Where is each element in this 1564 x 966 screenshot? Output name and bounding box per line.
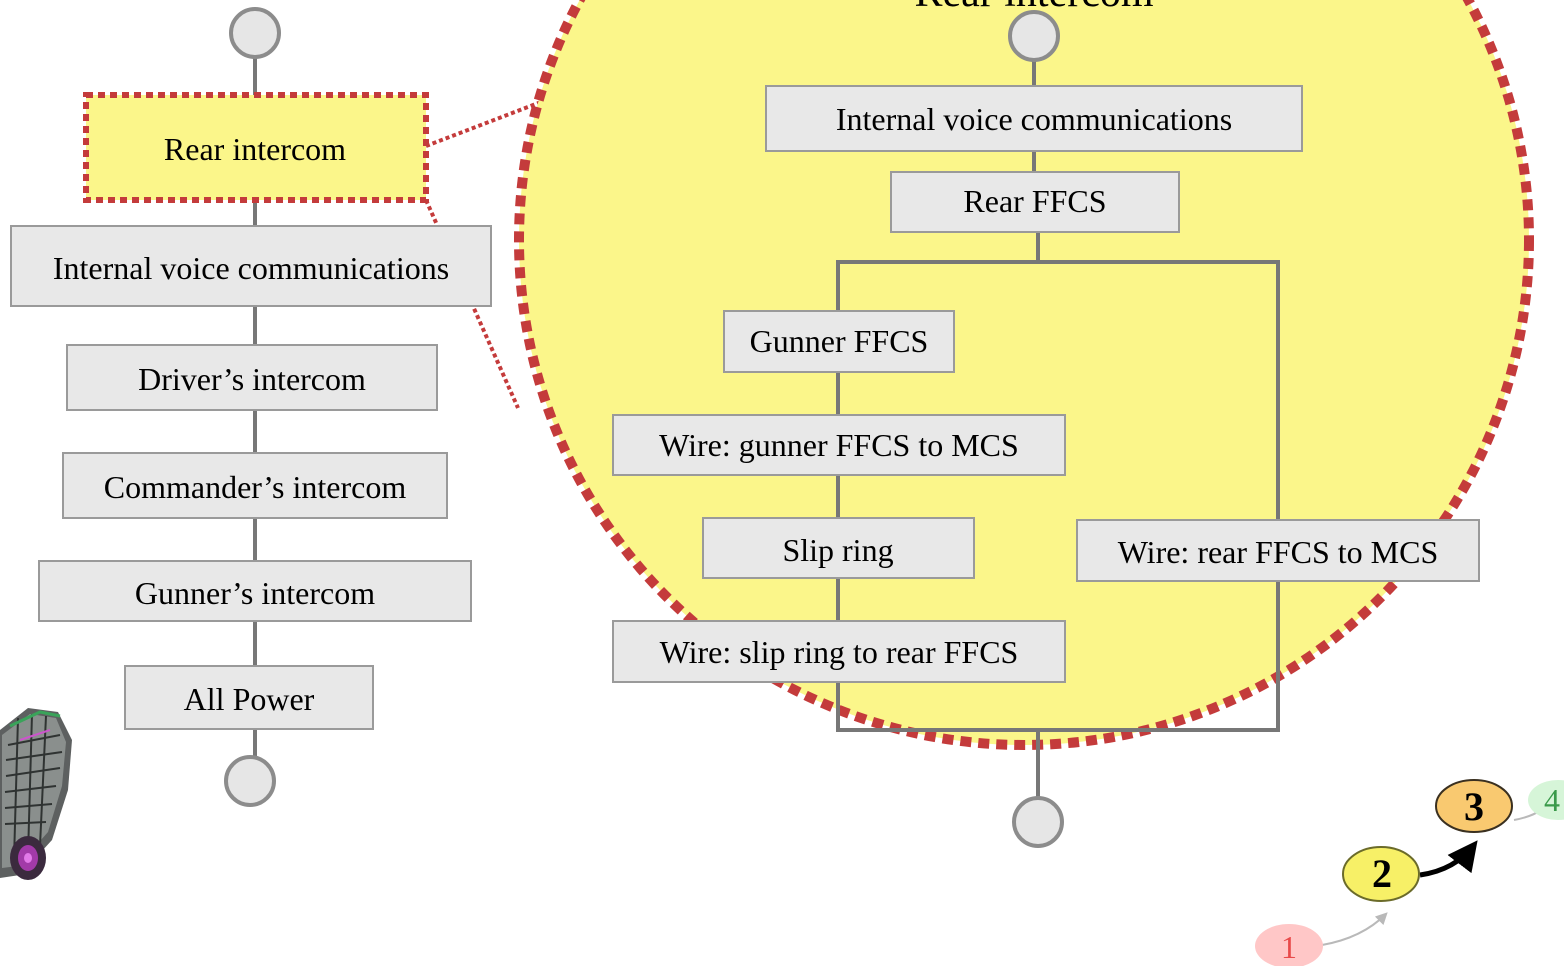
zoom-block-wire-rear-ffcs-to-mcs[interactable]: Wire: rear FFCS to MCS [1076,519,1480,582]
step-4[interactable]: 4 [1528,780,1564,820]
step-arrow-1-2 [1321,912,1388,946]
step-4-label: 4 [1544,782,1560,818]
block-label: Wire: slip ring to rear FFCS [660,634,1019,670]
block-label: Wire: gunner FFCS to MCS [659,427,1019,463]
step-1[interactable]: 1 [1255,924,1323,966]
rear-intercom-label: Rear intercom [164,131,346,167]
block-label: Gunner’s intercom [135,575,375,611]
left-output-terminal [224,755,276,807]
block-label: Slip ring [782,532,893,568]
zoom-block-slip-ring[interactable]: Slip ring [702,517,975,579]
zoom-block-gunner-ffcs[interactable]: Gunner FFCS [723,310,955,373]
block-label: Driver’s intercom [138,361,366,397]
step-2[interactable]: 2 [1342,846,1420,902]
zoom-title: Rear intercom [914,0,1153,16]
block-label: Rear FFCS [963,183,1106,219]
zoom-output-terminal [1012,796,1064,848]
step-1-label: 1 [1281,929,1297,965]
rear-intercom-block[interactable]: Rear intercom [83,92,429,203]
zoom-block-wire-gunner-ffcs-to-mcs[interactable]: Wire: gunner FFCS to MCS [612,414,1066,476]
block-label: All Power [184,681,315,717]
block-drivers-intercom[interactable]: Driver’s intercom [66,344,438,411]
block-label: Commander’s intercom [104,469,407,505]
block-commanders-intercom[interactable]: Commander’s intercom [62,452,448,519]
block-label: Gunner FFCS [750,323,929,359]
step-3-label: 3 [1464,784,1484,829]
block-label: Internal voice communications [53,250,449,286]
zoom-block-wire-slip-ring-to-rear-ffcs[interactable]: Wire: slip ring to rear FFCS [612,620,1066,683]
vehicle-thumbnail [0,708,72,880]
block-gunners-intercom[interactable]: Gunner’s intercom [38,560,472,622]
block-internal-voice-communications[interactable]: Internal voice communications [10,225,492,307]
step-arrow-2-3 [1419,840,1478,878]
left-input-terminal [229,7,281,59]
zoom-input-terminal [1008,10,1060,62]
block-all-power[interactable]: All Power [124,665,374,730]
step-3[interactable]: 3 [1435,779,1513,833]
block-label: Internal voice communications [836,101,1232,137]
block-label: Wire: rear FFCS to MCS [1118,534,1439,570]
step-2-label: 2 [1372,851,1392,896]
step-indicator: 1 2 3 4 [1255,779,1564,966]
zoom-block-rear-ffcs[interactable]: Rear FFCS [890,171,1180,233]
zoom-block-internal-voice-communications[interactable]: Internal voice communications [765,85,1303,152]
